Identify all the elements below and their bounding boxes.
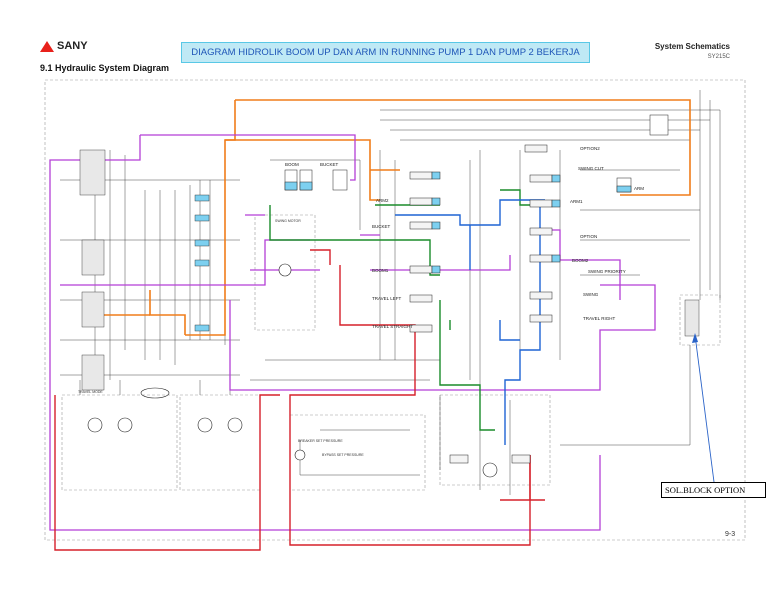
sany-logo: SANY bbox=[40, 40, 88, 52]
label-travel-straight: TRAVEL STRAIGHT bbox=[372, 324, 413, 329]
document-title: System Schematics bbox=[654, 42, 730, 51]
pilot-valve-blocks bbox=[79, 149, 700, 391]
label-travel-mode: TRAVEL MODE bbox=[78, 390, 103, 394]
sany-logo-mark bbox=[40, 40, 54, 52]
label-arm2: ARM2 bbox=[376, 198, 389, 203]
label-swing-priority: SWING PRIORITY bbox=[588, 269, 626, 274]
sol-block-callout bbox=[692, 333, 715, 483]
label-travel-left: TRAVEL LEFT bbox=[372, 296, 402, 301]
label-arm-cylinder: ARM bbox=[634, 186, 644, 191]
brand-name: SANY bbox=[57, 40, 88, 52]
label-bucket-cylinder: BUCKET bbox=[320, 162, 339, 167]
label-swing-cut: SWING CUT bbox=[578, 166, 604, 171]
blue-circuit bbox=[395, 199, 545, 445]
purple-circuit bbox=[49, 134, 656, 531]
label-boom1: BOOM1 bbox=[372, 268, 389, 273]
page-number: 9-3 bbox=[725, 531, 736, 538]
label-boom-cylinder: BOOM bbox=[285, 162, 299, 167]
control-valve-spools bbox=[409, 144, 561, 464]
label-option: OPTION bbox=[580, 234, 597, 239]
section-title: 9.1 Hydraulic System Diagram bbox=[40, 63, 170, 73]
label-bucket-section: BUCKET bbox=[372, 224, 391, 229]
label-bypass-pressure: BYPASS SET PRESSURE bbox=[322, 453, 364, 457]
label-boom2: BOOM2 bbox=[572, 258, 589, 263]
cylinders bbox=[284, 114, 669, 193]
sol-block-option-callout: SOL.BLOCK OPTION bbox=[661, 482, 766, 498]
document-model: SY215C bbox=[707, 54, 730, 60]
label-swing-motor: SWING MOTOR bbox=[275, 219, 301, 223]
diagram-banner: DIAGRAM HIDROLIK BOOM UP DAN ARM IN RUNN… bbox=[181, 42, 590, 63]
red-circuit bbox=[54, 249, 545, 551]
pilot-lines bbox=[60, 90, 721, 495]
label-option2: OPTION2 bbox=[580, 146, 600, 151]
label-arm1: ARM1 bbox=[570, 199, 583, 204]
schematic-labels: BOOM BUCKET ARM2 BUCKET BOOM1 TRAVEL LEF… bbox=[78, 146, 644, 457]
pumps-and-motors bbox=[87, 263, 498, 478]
label-swing: SWING bbox=[583, 292, 599, 297]
orange-circuit bbox=[85, 99, 691, 336]
label-breaker-pressure: BREAKER SET PRESSURE bbox=[298, 439, 343, 443]
green-circuit bbox=[269, 189, 530, 431]
label-travel-right: TRAVEL RIGHT bbox=[583, 316, 616, 321]
